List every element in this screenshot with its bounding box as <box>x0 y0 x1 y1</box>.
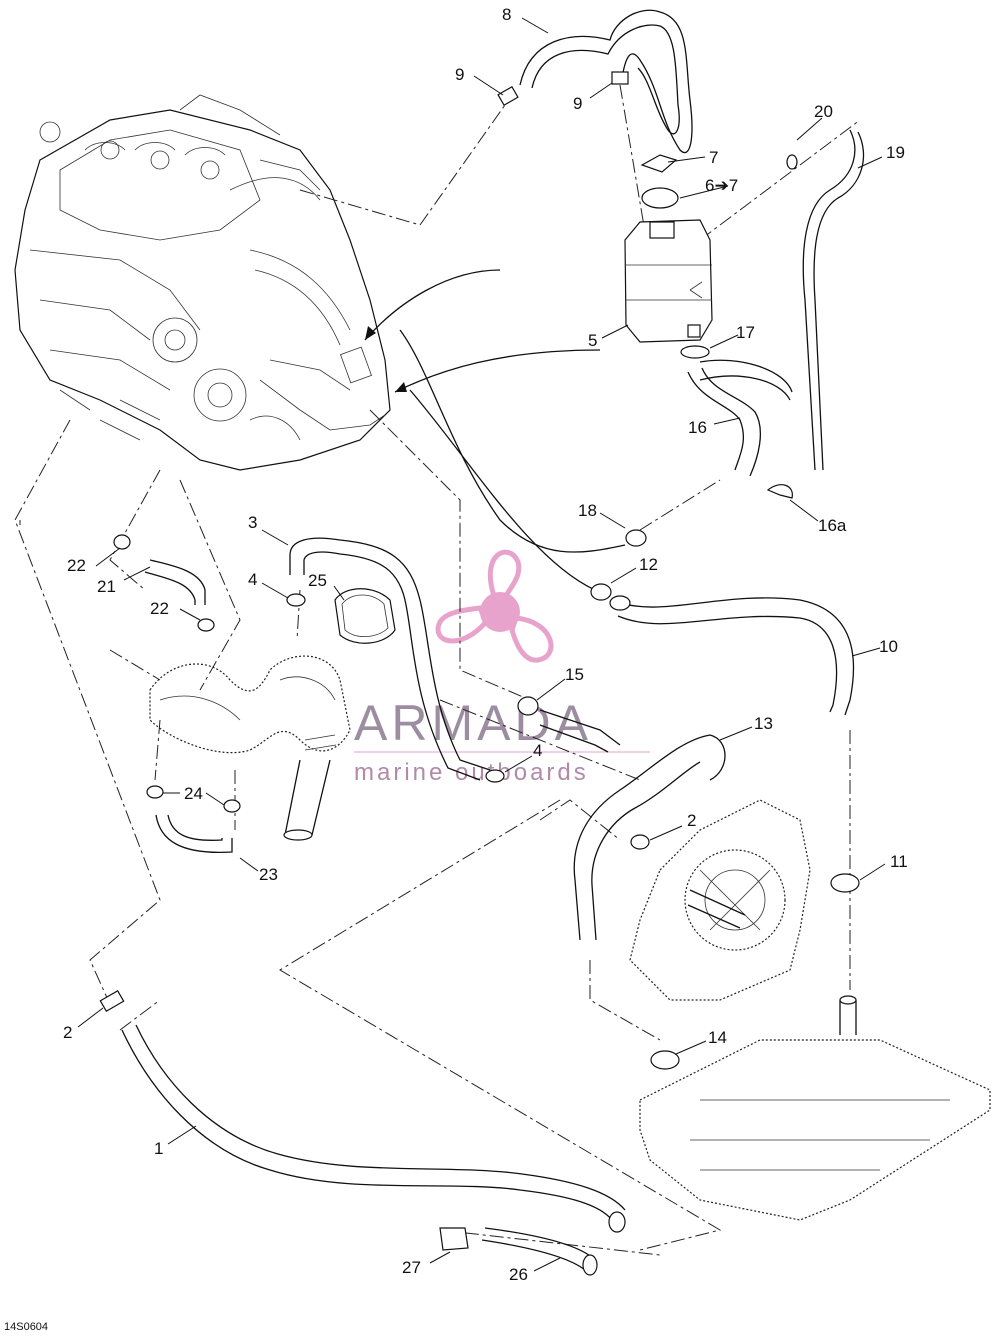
callout-18: 18 <box>578 501 597 520</box>
callout-15: 15 <box>565 665 584 684</box>
hose-26 <box>481 1227 598 1276</box>
callout-10: 10 <box>879 637 898 656</box>
callout-19: 19 <box>886 143 905 162</box>
callout-24: 24 <box>184 784 203 803</box>
callout-13: 13 <box>754 714 773 733</box>
clamp-24b <box>223 799 241 813</box>
callout-4-top: 4 <box>248 570 257 589</box>
callout-1: 1 <box>154 1139 163 1158</box>
flow-arrows <box>364 269 626 591</box>
leader-lines <box>77 17 886 1272</box>
callout-8: 8 <box>502 5 511 24</box>
hose-3 <box>289 537 491 781</box>
callout-labels: 8 9 9 7 6➔7 20 19 5 17 16 16a 18 12 10 3… <box>63 5 908 1284</box>
callout-21: 21 <box>97 577 116 596</box>
callout-12: 12 <box>639 555 658 574</box>
hose-1 <box>121 1024 626 1233</box>
callout-14: 14 <box>708 1028 727 1047</box>
hose-16 <box>687 359 793 477</box>
callout-22-top: 22 <box>67 556 86 575</box>
hose-10 <box>609 595 855 716</box>
callout-16: 16 <box>688 418 707 437</box>
clamp-12 <box>590 583 612 601</box>
clamp-20 <box>786 154 798 170</box>
clamp-9b <box>611 71 629 85</box>
reservoir-5 <box>624 219 713 343</box>
callout-11: 11 <box>890 852 908 871</box>
watermark-brand: ARMADA <box>354 695 592 751</box>
hose-8 <box>519 9 693 153</box>
clamp-4a <box>286 593 306 607</box>
clamp-2b <box>630 834 650 850</box>
jet-pump-intake <box>629 799 811 1001</box>
callout-5: 5 <box>588 331 597 350</box>
hose-19 <box>802 129 865 471</box>
callout-22-bottom: 22 <box>150 599 169 618</box>
clamp-14 <box>650 1050 680 1070</box>
ride-plate <box>639 995 991 1221</box>
assembly-lines <box>14 84 861 1256</box>
clamp-24a <box>146 785 164 799</box>
clamp-22b <box>197 618 215 632</box>
callout-26: 26 <box>509 1265 528 1284</box>
callout-4-bottom: 4 <box>533 741 542 760</box>
clip-16a <box>766 484 793 499</box>
callout-6-7: 6➔7 <box>705 176 738 195</box>
clamp-11 <box>830 873 860 893</box>
callout-9-right: 9 <box>573 94 582 113</box>
callout-25: 25 <box>308 571 327 590</box>
callout-20: 20 <box>814 102 833 121</box>
callout-3: 3 <box>248 513 257 532</box>
hose-23 <box>155 814 233 854</box>
callout-7: 7 <box>709 148 718 167</box>
clamp-9a <box>497 85 519 107</box>
callout-23: 23 <box>259 865 278 884</box>
hose-15-tube <box>539 709 621 753</box>
callout-2-middle: 2 <box>687 811 696 830</box>
sleeve-27 <box>439 1227 469 1251</box>
callout-9-left: 9 <box>455 65 464 84</box>
clamp-17 <box>680 345 710 359</box>
engine-block <box>14 94 391 471</box>
clamp-18 <box>625 529 647 547</box>
gasket-25 <box>334 588 396 644</box>
clamp-4b <box>485 769 505 783</box>
hose-13 <box>573 734 726 941</box>
gasket-7 <box>640 154 678 173</box>
muffler <box>149 655 351 841</box>
hose-21 <box>144 559 206 605</box>
clamp-15 <box>517 696 539 716</box>
watermark: ARMADA marine outboards <box>354 549 650 786</box>
drawing-code: 14S0604 <box>4 1321 48 1333</box>
cap-6 <box>641 187 679 209</box>
fitting-2a <box>99 989 125 1013</box>
callout-27: 27 <box>402 1258 421 1277</box>
watermark-subtitle: marine outboards <box>354 759 589 786</box>
clamp-22a <box>113 534 131 550</box>
callout-17: 17 <box>736 323 755 342</box>
callout-16a: 16a <box>818 516 847 535</box>
callout-2-left: 2 <box>63 1023 72 1042</box>
propeller-logo <box>435 549 554 663</box>
